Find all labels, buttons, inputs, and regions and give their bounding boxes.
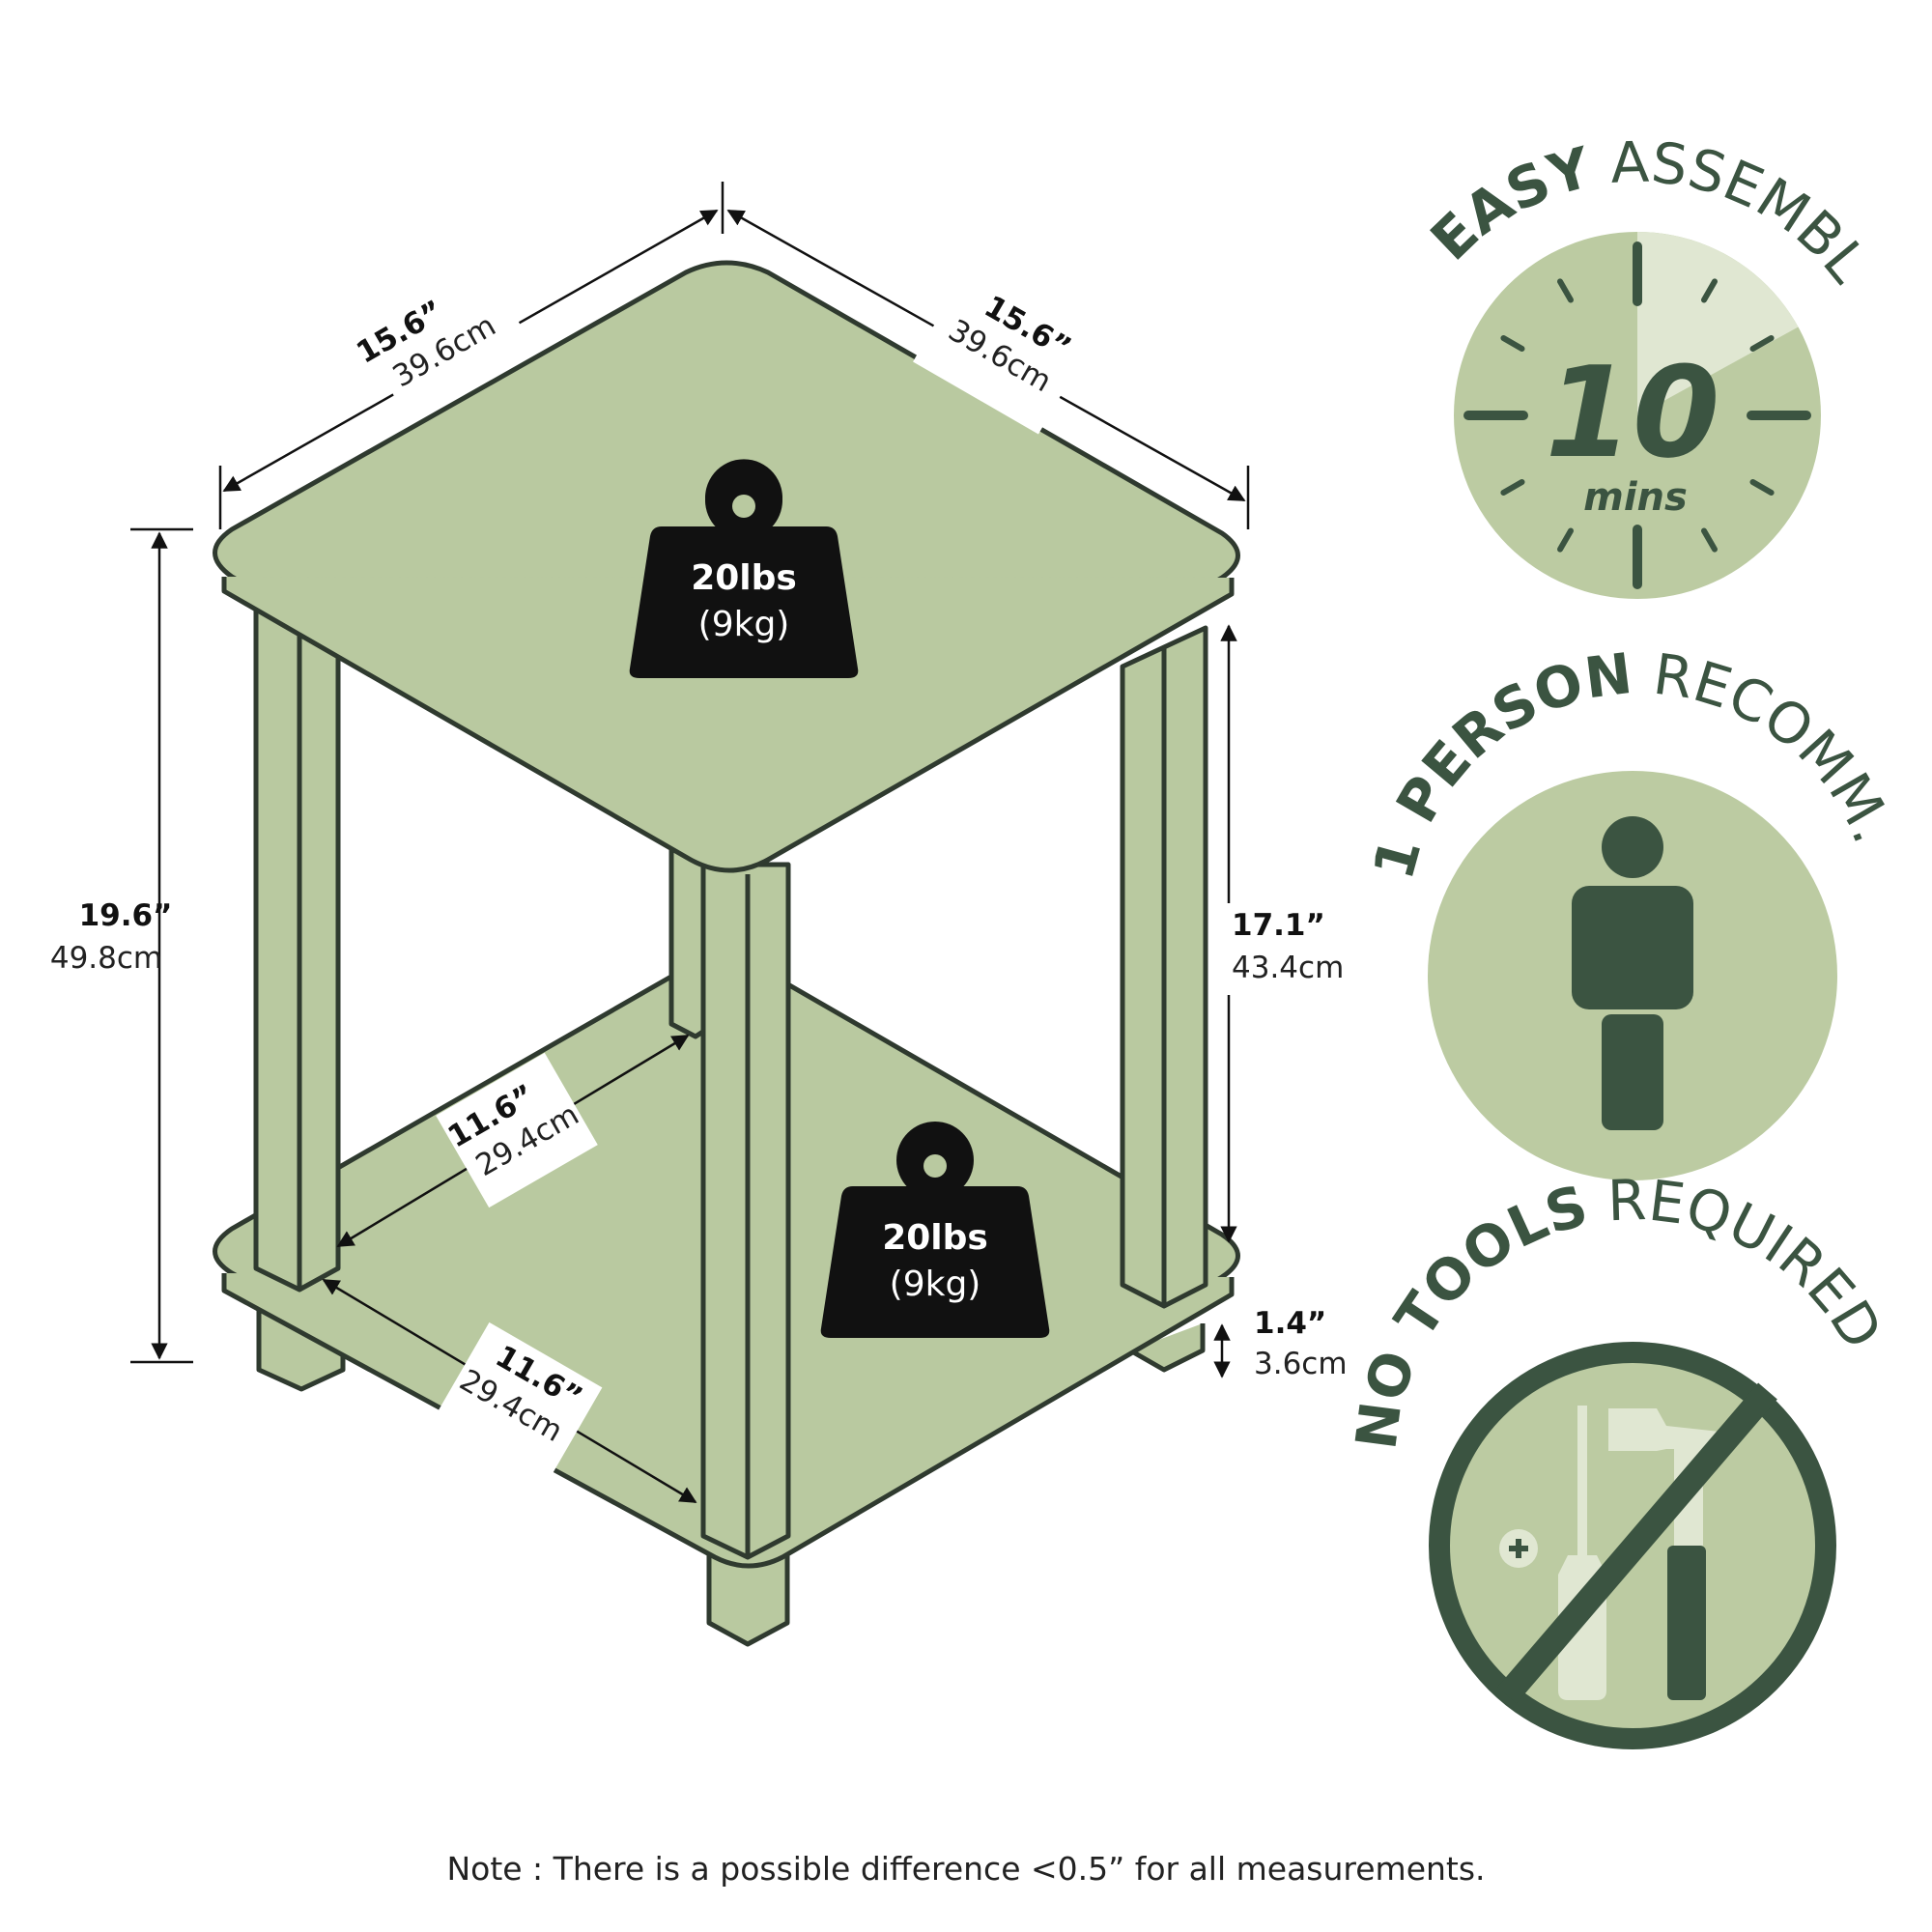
assembly-time-unit: mins	[1583, 475, 1688, 520]
clock-tick	[1749, 479, 1775, 496]
foot-right	[1128, 1323, 1206, 1373]
dim-label-shelf-gap: 17.1” 43.4cm	[1232, 908, 1344, 985]
weight-top-lbs: 20lbs	[691, 558, 797, 598]
dim-shelf-gap-cm: 43.4cm	[1232, 951, 1344, 985]
weight-icon-top: 20lbs (9kg)	[629, 459, 859, 678]
dim-label-foot: 1.4” 3.6cm	[1254, 1306, 1348, 1381]
clock-tick	[1500, 335, 1525, 352]
person-icon	[1572, 816, 1693, 1130]
no-tools-regular: REQUIRED	[1606, 1167, 1895, 1360]
dim-height-cm: 49.8cm	[50, 941, 162, 976]
weight-icon-bottom: 20lbs (9kg)	[820, 1122, 1050, 1338]
clock-tick	[1749, 335, 1775, 352]
plus-icon	[1499, 1529, 1538, 1568]
assembly-time-number: 10	[1546, 339, 1720, 486]
dim-foot-cm: 3.6cm	[1254, 1347, 1348, 1381]
clock-tick	[1701, 527, 1718, 553]
dim-shelf-gap-inch: 17.1”	[1232, 908, 1325, 943]
prohibition-slash	[1497, 1382, 1777, 1704]
weight-top-kg: (9kg)	[698, 605, 790, 644]
weight-bottom-lbs: 20lbs	[882, 1218, 988, 1258]
clock-tick	[1557, 527, 1574, 553]
clock-ticks	[1463, 242, 1811, 589]
clock-tick	[1557, 278, 1574, 303]
clock-tick	[1500, 479, 1525, 496]
clock-highlight-wedge	[1637, 232, 1799, 415]
dim-foot-inch: 1.4”	[1254, 1306, 1326, 1341]
dim-height-inch: 19.6”	[79, 898, 173, 933]
dim-label-height: 19.6” 49.8cm	[50, 898, 173, 976]
measurement-note: Note : There is a possible difference <0…	[446, 1850, 1486, 1888]
foot-front	[706, 1546, 790, 1647]
clock-tick	[1701, 278, 1718, 303]
weight-bottom-kg: (9kg)	[890, 1264, 981, 1304]
